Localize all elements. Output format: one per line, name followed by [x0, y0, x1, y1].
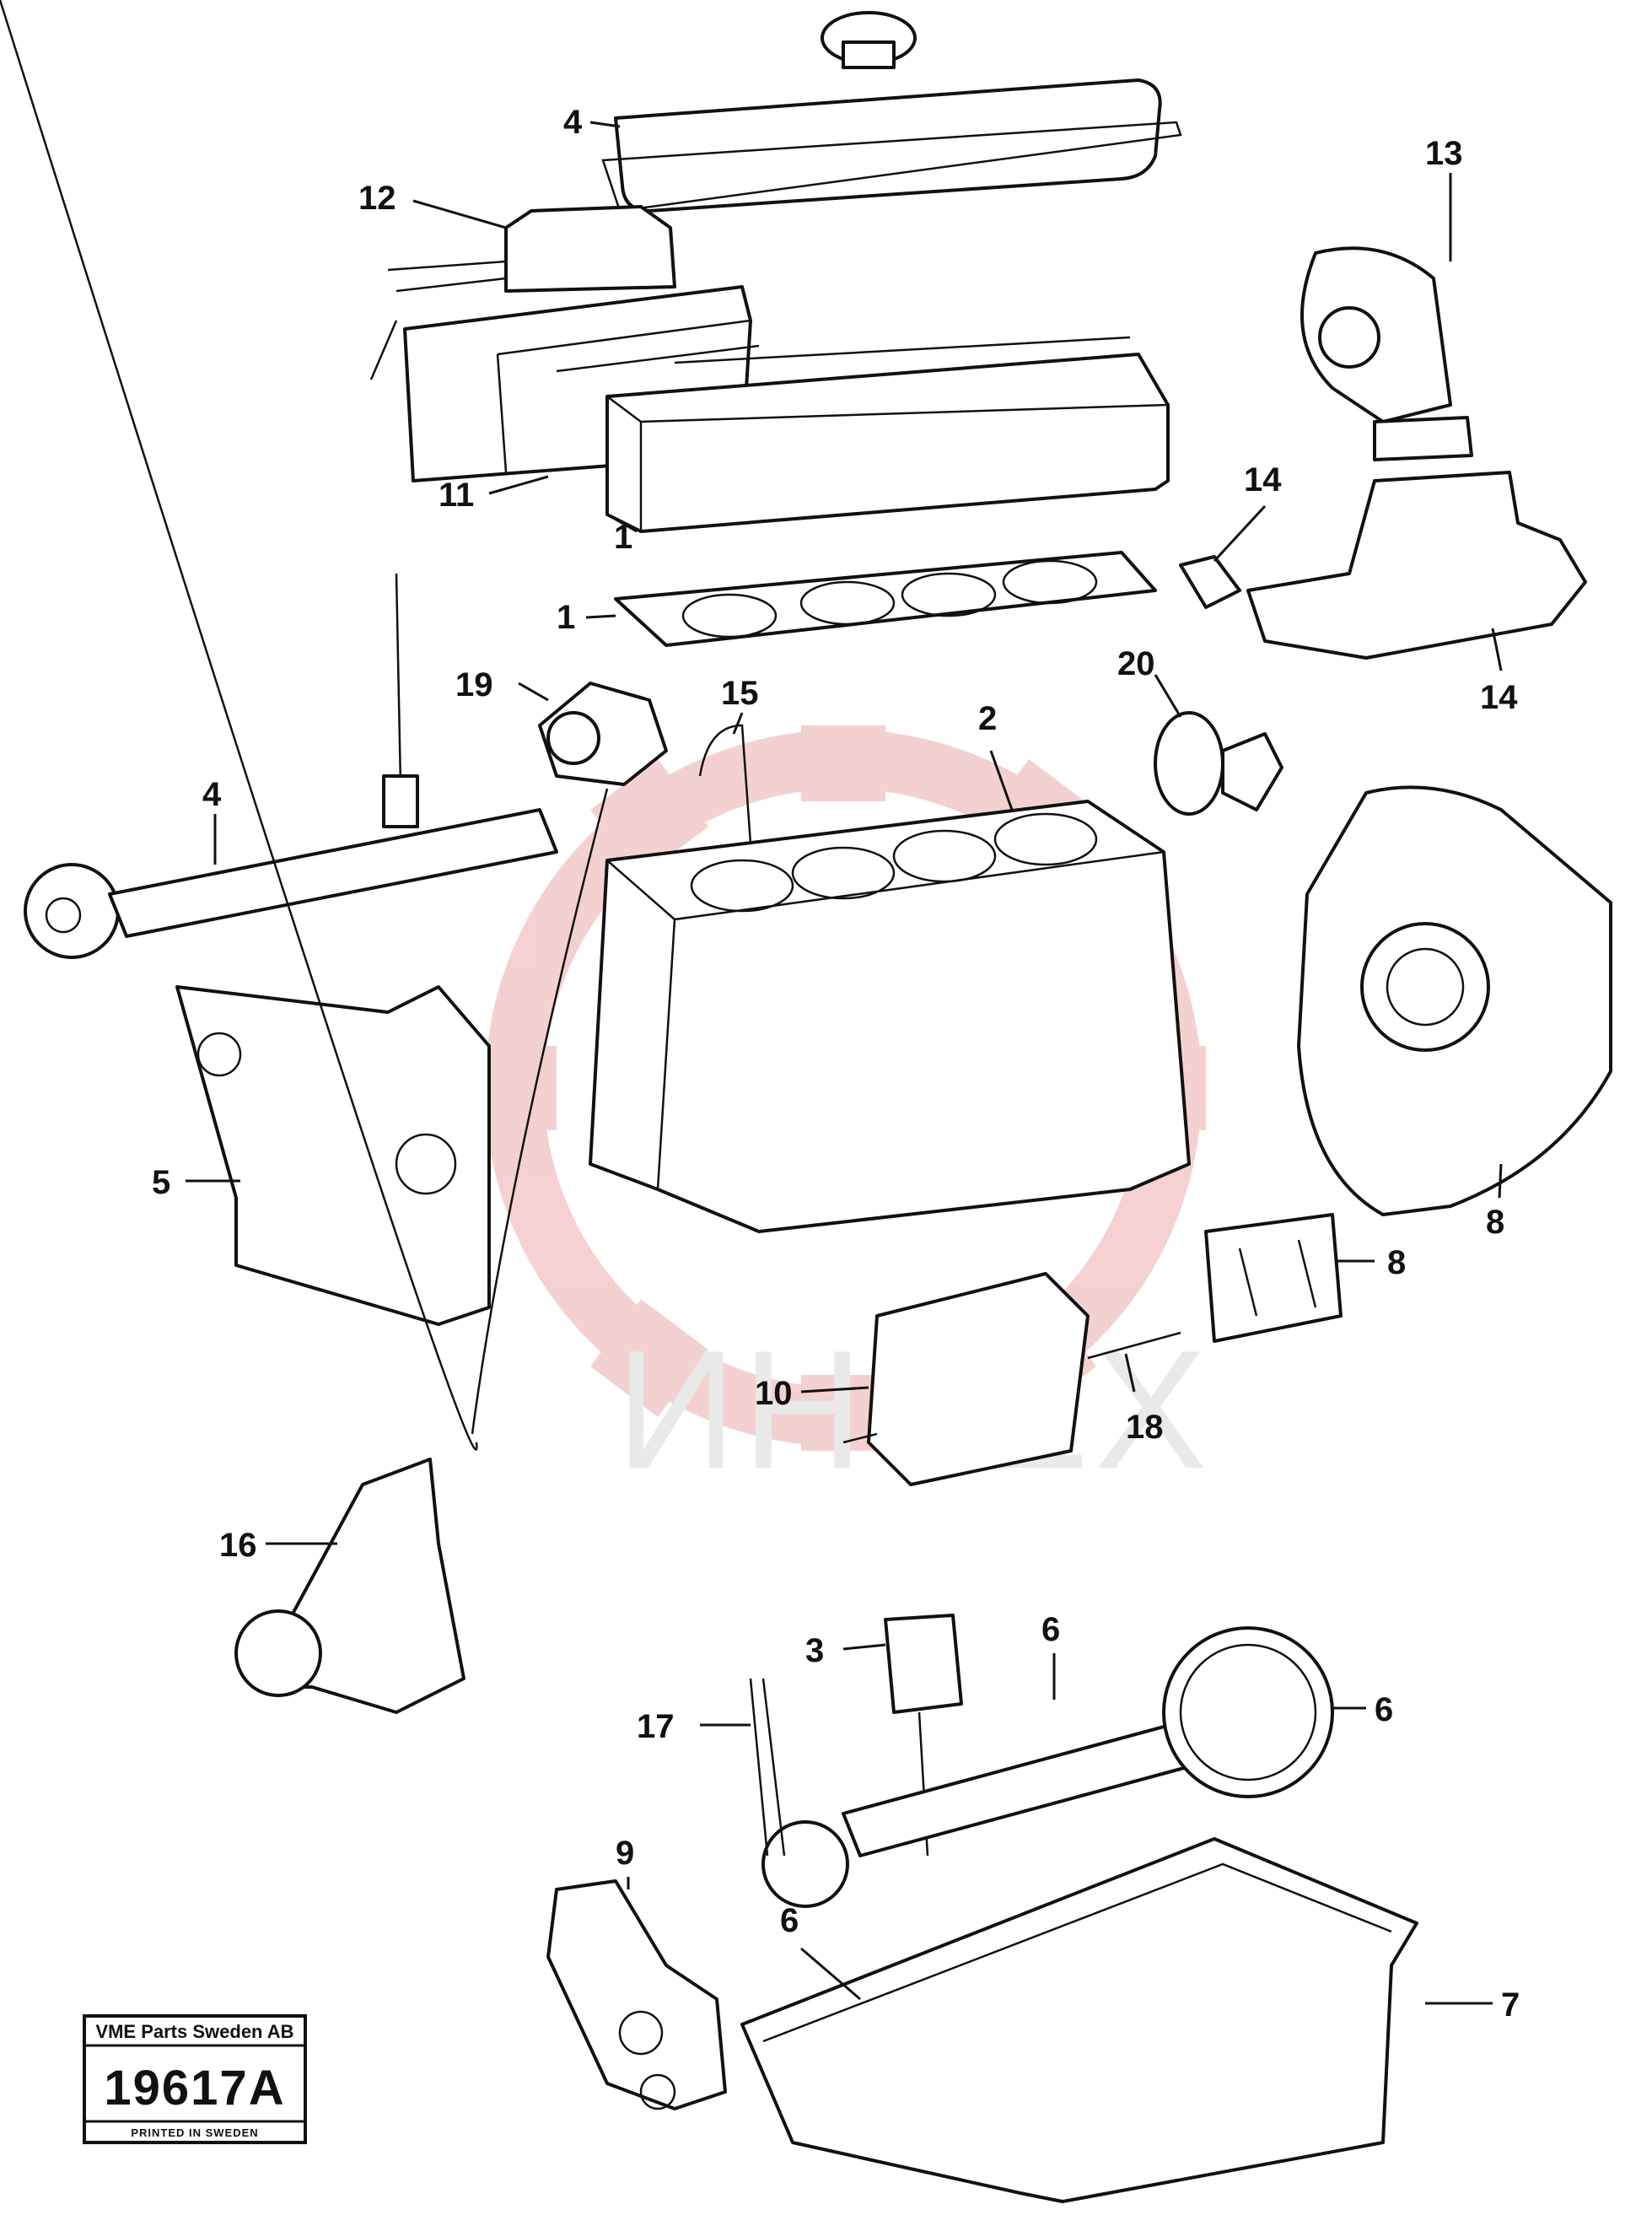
cylinder-head-drawing: [605, 336, 1170, 533]
callout-exhaust-pipe: 14: [1480, 679, 1518, 716]
rocker-cover-drawing: [601, 11, 1182, 213]
callout-block: 2: [978, 700, 997, 737]
exhaust-pipe-drawing: [1179, 471, 1587, 660]
callout-injection-pump: 10: [755, 1375, 793, 1412]
callout-turbo: 13: [1425, 135, 1463, 172]
callout-cylinder-head: 1: [614, 519, 632, 556]
flywheel-housing-drawing: [1297, 785, 1612, 1216]
vbelt-drawing: [749, 1678, 786, 1857]
callout-exhaust-gasket: 14: [1244, 461, 1282, 499]
callout-pipe: 15: [721, 675, 759, 712]
crankshaft-drawing: [761, 1626, 1334, 1908]
callout-air-filter: 12: [358, 180, 396, 217]
callout-manifold: 11: [439, 477, 474, 514]
callout-fuel-line: 18: [1126, 1409, 1164, 1446]
water-pump-drawing: [538, 682, 668, 786]
callout-piston: 3: [805, 1632, 824, 1669]
stamp-printed: PRINTED IN SWEDEN: [131, 2126, 258, 2139]
timing-cover-drawing: [175, 985, 491, 1326]
callout-head-gasket: 1: [557, 599, 575, 636]
callout-water-pump: 19: [455, 666, 493, 703]
head-gasket-drawing: [614, 551, 1157, 647]
engine-block-drawing: [589, 800, 1191, 1233]
callout-oil-pan: 7: [1501, 1986, 1520, 2024]
injection-pump-drawing: [842, 1272, 1181, 1486]
oil-pump-drawing: [0, 0, 478, 1714]
leader-lines: [186, 121, 1503, 2005]
callout-labels: 4 12 11 1 1 13 14 14 19 15 2 20 4 5 8 8 …: [152, 104, 1520, 2024]
callout-flywheel: 6: [1375, 1691, 1393, 1728]
air-filter-drawing: [369, 205, 676, 380]
callout-thermostat: 20: [1117, 645, 1155, 682]
callout-flywheel-housing: 8: [1486, 1204, 1504, 1241]
callout-crank-bearing: 6: [1041, 1611, 1060, 1648]
camshaft-drawing: [24, 573, 558, 959]
oil-line-drawing: [471, 788, 609, 1435]
oil-pan-drawing: [740, 1837, 1418, 2203]
callout-camshaft: 4: [202, 776, 222, 813]
callout-rocker-cover: 4: [563, 104, 583, 141]
thermostat-drawing: [1154, 711, 1283, 816]
stamp-company: VME Parts Sweden AB: [95, 2021, 293, 2042]
callout-engine-mount: 8: [1387, 1244, 1406, 1281]
coolant-pipe-drawing: [698, 724, 752, 844]
balancer-drawing: [546, 1879, 727, 2110]
turbo-drawing: [1300, 246, 1473, 461]
drawing-stamp: VME Parts Sweden AB 19617A PRINTED IN SW…: [83, 2014, 307, 2144]
stamp-drawing-number: 19617A: [104, 2061, 285, 2116]
callout-vbelt: 17: [637, 1708, 675, 1745]
engine-mount-drawing: [1204, 1213, 1343, 1343]
callout-oil-pump: 16: [219, 1527, 257, 1564]
callout-balance-shaft: 6: [780, 1902, 799, 1939]
callout-timing-cover: 5: [152, 1164, 170, 1201]
callout-balancer: 9: [616, 1835, 634, 1872]
